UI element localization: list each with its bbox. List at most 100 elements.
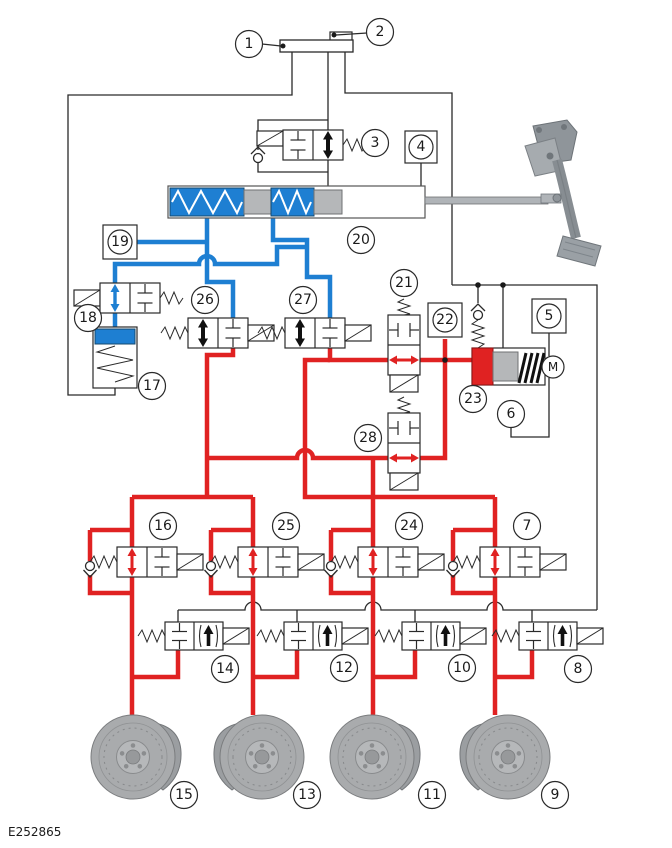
callout-15: 15 — [169, 780, 199, 810]
svg-text:7: 7 — [523, 518, 532, 534]
master-cylinder — [167, 185, 549, 219]
svg-text:13: 13 — [298, 787, 316, 803]
secondary-spring-icon — [272, 188, 312, 216]
junction-dots — [280, 32, 506, 363]
valve-8-outlet — [490, 620, 605, 652]
svg-text:16: 16 — [154, 518, 172, 534]
check-valve-icon — [445, 560, 461, 578]
svg-text:27: 27 — [294, 292, 312, 308]
svg-text:14: 14 — [216, 661, 234, 677]
svg-text:9: 9 — [551, 787, 560, 803]
valve-16-inlet — [88, 545, 205, 579]
circuit1-lines — [87, 497, 181, 715]
simulator-branch-line — [112, 244, 307, 283]
callout-27: 27 — [288, 285, 318, 315]
svg-text:15: 15 — [175, 787, 193, 803]
hydraulic-pump — [471, 347, 546, 386]
callouts: 1 2 3 4 5 6 7 8 — [73, 17, 593, 810]
svg-text:6: 6 — [507, 406, 516, 422]
valve-10-outlet — [373, 620, 488, 652]
reservoir-to-simulator-line — [67, 52, 293, 396]
circuit3-lines — [328, 497, 418, 715]
circuit2-lines — [208, 497, 300, 715]
callout-5: 5 — [531, 298, 567, 334]
valve-26-primary-isolation — [159, 316, 276, 350]
brake-disc-front-left — [90, 714, 182, 800]
callout-21: 21 — [389, 268, 419, 298]
return-manifold-line — [178, 601, 597, 611]
circuit4-lines — [450, 497, 535, 715]
valve-24-inlet — [329, 545, 446, 579]
callout6-to-motor-line — [510, 378, 550, 438]
callout-7: 7 — [512, 511, 542, 541]
secondary-port-to-valve27 — [270, 218, 333, 318]
valve-28-boost — [386, 395, 422, 492]
callout-19: 19 — [102, 224, 138, 260]
brake-disc-rear-right — [459, 714, 551, 800]
simulator-spring-icon — [95, 345, 135, 383]
svg-text:1: 1 — [245, 36, 254, 52]
valve3-bypass-bottom — [257, 163, 328, 173]
brake-pedal — [524, 119, 602, 267]
svg-text:11: 11 — [423, 787, 441, 803]
callout-3: 3 — [360, 128, 390, 158]
svg-text:2: 2 — [376, 24, 385, 40]
red-lines — [87, 339, 535, 715]
callout-12: 12 — [329, 653, 359, 683]
svg-text:25: 25 — [277, 518, 295, 534]
callout-2: 2 — [335, 17, 395, 47]
valve-27-secondary-isolation — [256, 316, 373, 350]
pump-chamber — [471, 347, 494, 386]
valve26-down-line — [204, 348, 236, 497]
svg-text:10: 10 — [453, 660, 471, 676]
callout-8: 8 — [563, 654, 593, 684]
motor-label: M — [548, 360, 558, 374]
callout-6: 6 — [496, 399, 526, 429]
svg-text:5: 5 — [545, 308, 554, 324]
callout-24: 24 — [394, 511, 424, 541]
svg-text:26: 26 — [196, 292, 214, 308]
check-valve-icon — [82, 560, 98, 578]
callout-25: 25 — [271, 511, 301, 541]
callout-20: 20 — [346, 225, 376, 255]
callout-9: 9 — [540, 780, 570, 810]
svg-text:18: 18 — [79, 310, 97, 326]
primary-spring-icon — [171, 188, 243, 216]
callout-18: 18 — [73, 303, 103, 333]
valve-7-inlet — [451, 545, 568, 579]
primary-piston — [243, 189, 272, 215]
svg-text:17: 17 — [143, 378, 161, 394]
pressure-to-valve28 — [420, 360, 448, 461]
brake-fluid-reservoir — [279, 31, 354, 53]
callout-17: 17 — [137, 371, 167, 401]
svg-text:22: 22 — [436, 312, 454, 328]
svg-text:23: 23 — [464, 391, 482, 407]
callout-11: 11 — [417, 780, 447, 810]
pushrod — [424, 196, 549, 205]
pedal-pad — [556, 235, 602, 267]
valve-25-inlet — [209, 545, 326, 579]
callout-22: 22 — [427, 302, 463, 338]
pump-motor: M — [541, 355, 565, 379]
simulator-piston — [94, 328, 136, 345]
blue-lines — [112, 218, 333, 329]
svg-text:28: 28 — [359, 430, 377, 446]
brake-disc-front-right — [213, 714, 305, 800]
valve27-to-valve21 — [327, 348, 388, 363]
callout-4: 4 — [404, 130, 438, 164]
callout-13: 13 — [292, 780, 322, 810]
reservoir-body — [279, 39, 354, 53]
svg-text:12: 12 — [335, 660, 353, 676]
valve-3-reservoir-isolation — [255, 128, 368, 162]
check-valve-icon — [203, 560, 219, 578]
callout-16: 16 — [148, 511, 178, 541]
check-valve-icon — [470, 303, 486, 321]
callout-26: 26 — [190, 285, 220, 315]
svg-text:4: 4 — [417, 139, 426, 155]
callout-28: 28 — [353, 423, 383, 453]
svg-text:3: 3 — [371, 135, 380, 151]
valve-12-outlet — [255, 620, 370, 652]
pedal-feel-simulator — [92, 326, 138, 389]
